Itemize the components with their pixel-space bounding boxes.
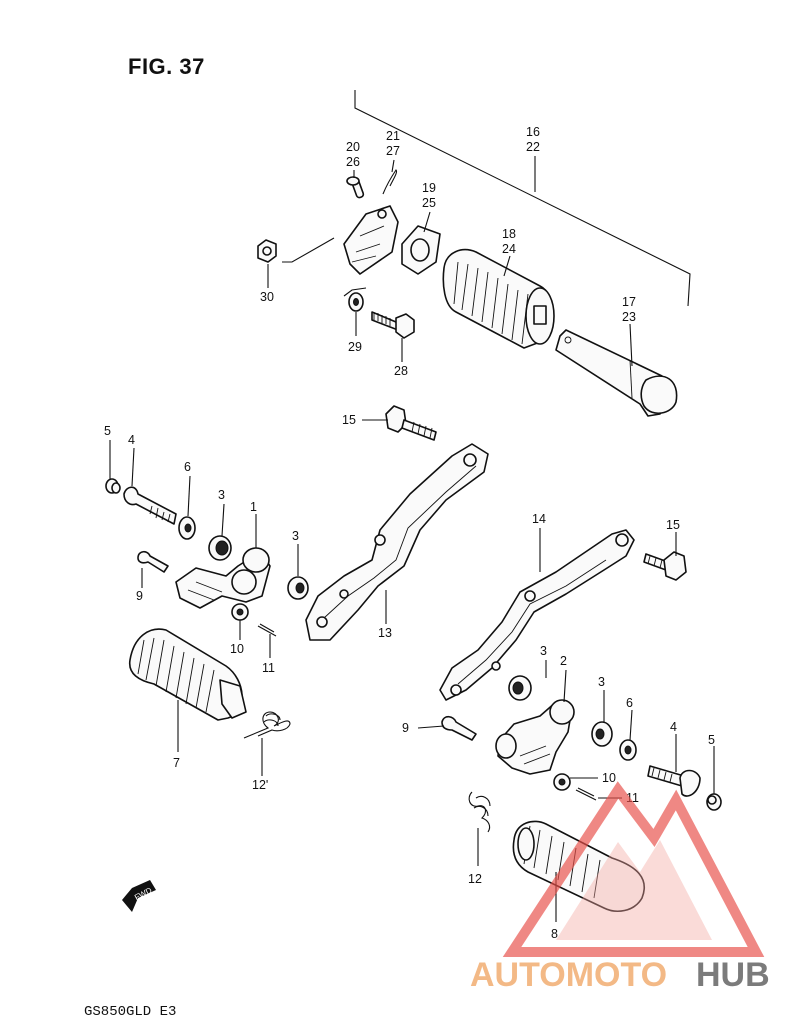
bolt-15-upper bbox=[385, 405, 437, 441]
callout-4-right: 4 bbox=[670, 720, 677, 734]
callout-29: 29 bbox=[348, 340, 362, 354]
pin-9-left bbox=[137, 550, 169, 573]
callout-3-left-a: 3 bbox=[218, 488, 225, 502]
cap-nut-5-right bbox=[706, 793, 722, 811]
model-code: GS850GLD E3 bbox=[84, 1004, 177, 1020]
callout-4-left: 4 bbox=[128, 433, 135, 447]
callout-21: 21 bbox=[386, 129, 400, 143]
callout-15-right: 15 bbox=[666, 518, 680, 532]
spring-12-right bbox=[468, 791, 491, 833]
callout-3-right-a: 3 bbox=[540, 644, 547, 658]
cotter-pin-21 bbox=[382, 169, 398, 195]
bushing-3-left-b bbox=[287, 576, 309, 600]
pivot-2 bbox=[495, 699, 575, 775]
callout-10-right: 10 bbox=[602, 771, 616, 785]
callout-18: 18 bbox=[502, 227, 516, 241]
bolt-15-right bbox=[643, 551, 687, 581]
footpeg-7 bbox=[128, 628, 247, 721]
callout-3-left-b: 3 bbox=[292, 529, 299, 543]
plate-19 bbox=[401, 225, 441, 275]
callout-13: 13 bbox=[378, 626, 392, 640]
footpeg-8 bbox=[512, 820, 646, 912]
callout-2: 2 bbox=[560, 654, 567, 668]
bushing-3-right-b bbox=[591, 721, 613, 747]
callout-12-left: 12' bbox=[252, 778, 268, 792]
cap-nut-5-left bbox=[105, 478, 121, 494]
washer-10-right bbox=[553, 773, 571, 791]
cotter-pin-11-right bbox=[575, 787, 597, 801]
callout-12-right: 12 bbox=[468, 872, 482, 886]
callout-7: 7 bbox=[173, 756, 180, 770]
nut-30 bbox=[257, 237, 335, 263]
callout-16: 16 bbox=[526, 125, 540, 139]
callout-23: 23 bbox=[622, 310, 636, 324]
callout-26: 26 bbox=[346, 155, 360, 169]
footrest-bracket-13 bbox=[305, 443, 489, 641]
fwd-arrow: FWD bbox=[122, 880, 156, 912]
bushing-3-left-a bbox=[208, 535, 232, 561]
footrest-bracket-14 bbox=[439, 529, 635, 701]
callout-9-left: 9 bbox=[136, 589, 143, 603]
rubber-grip-18 bbox=[442, 248, 555, 349]
brand-automoto: AUTOMOTO bbox=[470, 956, 667, 994]
leader-lines bbox=[109, 159, 715, 922]
callout-5-left: 5 bbox=[104, 424, 111, 438]
washer-6-right bbox=[619, 739, 637, 761]
brand-hub: HUB bbox=[696, 956, 770, 994]
callout-11-left: 11 bbox=[262, 661, 275, 675]
figure-title: FIG. 37 bbox=[128, 54, 205, 79]
callout-24: 24 bbox=[502, 242, 516, 256]
callout-30: 30 bbox=[260, 290, 274, 304]
callout-6-right: 6 bbox=[626, 696, 633, 710]
callout-27: 27 bbox=[386, 144, 400, 158]
callout-28: 28 bbox=[394, 364, 408, 378]
callout-17: 17 bbox=[622, 295, 636, 309]
callout-3-right-b: 3 bbox=[598, 675, 605, 689]
bolt-28 bbox=[371, 311, 415, 339]
bushing-3-right-a bbox=[508, 675, 532, 701]
cotter-pin-11-left bbox=[257, 623, 277, 637]
callout-5-right: 5 bbox=[708, 733, 715, 747]
bolt-4-left bbox=[123, 486, 177, 525]
washer-29 bbox=[343, 287, 367, 312]
callout-1: 1 bbox=[250, 500, 257, 514]
pivot-1 bbox=[175, 547, 271, 609]
peg-bracket-upper bbox=[343, 205, 399, 275]
spring-12-left bbox=[243, 711, 291, 739]
callout-labels: 20 26 21 27 16 22 19 25 18 24 17 23 30 2… bbox=[104, 125, 715, 941]
pin-9-right bbox=[441, 715, 477, 741]
washer-6-left bbox=[178, 516, 196, 540]
callout-10-left: 10 bbox=[230, 642, 244, 656]
callout-19: 19 bbox=[422, 181, 436, 195]
washer-10-left bbox=[231, 603, 249, 621]
callout-22: 22 bbox=[526, 140, 540, 154]
callout-25: 25 bbox=[422, 196, 436, 210]
automotohub-logo: AUTOMOTO HUB bbox=[470, 781, 770, 994]
callout-9-right: 9 bbox=[402, 721, 409, 735]
callout-15-upper: 15 bbox=[342, 413, 356, 427]
callout-6-left: 6 bbox=[184, 460, 191, 474]
callout-14: 14 bbox=[532, 512, 546, 526]
peg-shaft-17 bbox=[555, 329, 678, 417]
callout-8: 8 bbox=[551, 927, 558, 941]
bolt-4-right bbox=[647, 765, 701, 797]
callout-20: 20 bbox=[346, 140, 360, 154]
clevis-pin-20 bbox=[346, 176, 365, 199]
assembly-bracket-16-22 bbox=[354, 90, 691, 307]
